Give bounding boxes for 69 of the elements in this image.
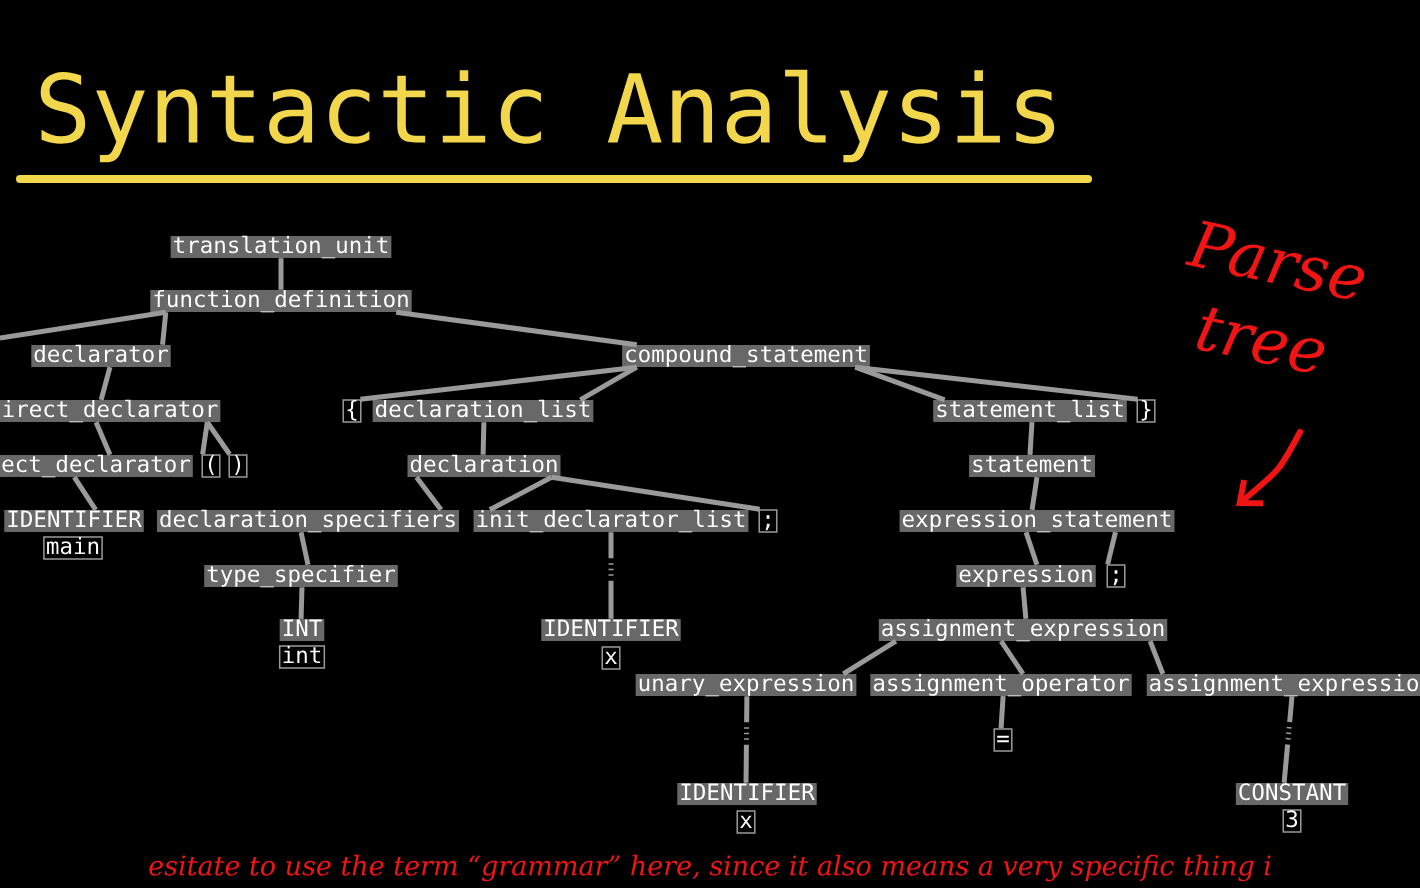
- tree-node-box: type_specifier: [204, 564, 398, 588]
- tree-node-box: assignment_operator: [870, 673, 1132, 697]
- tree-edge: [551, 474, 760, 512]
- tree-edge: [360, 364, 638, 402]
- tree-node-box: translation_unit: [170, 235, 392, 259]
- tree-edge: [743, 696, 750, 783]
- tree-edge: [1281, 696, 1295, 784]
- caption-text: esitate to use the term “grammar” here, since it also means a very specific thing i: [149, 854, 1271, 882]
- tree-node-box: ect_declarator: [0, 454, 193, 478]
- token-value-box: {: [342, 399, 362, 423]
- tree-node-box: assignment_expressio: [1146, 673, 1420, 697]
- tree-edge: [1020, 587, 1029, 620]
- tree-node-box: function_definition: [150, 289, 412, 313]
- tree-node-box: init_declarator_list: [473, 509, 749, 533]
- token-value-box: main: [43, 536, 103, 560]
- tree-node-box: INT: [279, 619, 325, 641]
- tree-node-box: compound_statement: [622, 344, 870, 368]
- token-value-box: =: [993, 728, 1013, 752]
- tree-node-box: assignment_expression: [878, 618, 1168, 642]
- tree-node-box: IDENTIFIER: [541, 619, 681, 641]
- token-value-box: x: [601, 646, 621, 670]
- token-value-box: 3: [1282, 809, 1302, 833]
- tree-node-box: IDENTIFIER: [677, 783, 817, 805]
- tree-edge: [1027, 422, 1035, 455]
- tree-node-box: statement: [969, 455, 1095, 477]
- token-value-box: ;: [758, 509, 778, 533]
- tree-edge: [1147, 640, 1166, 675]
- tree-edge: [72, 475, 98, 512]
- title: Syntactic Analysis: [40, 69, 1055, 163]
- handwritten-note: Parse tree: [1184, 220, 1365, 373]
- token-value-box: int: [278, 645, 326, 669]
- tree-edge: [608, 532, 614, 619]
- tree-node-box: declaration_list: [372, 399, 594, 423]
- token-value-box: x: [736, 810, 756, 834]
- token-value-box: ): [228, 454, 248, 478]
- tree-edge: [200, 421, 210, 455]
- tree-edge: [854, 364, 1138, 402]
- tree-node-box: expression_statement: [899, 509, 1175, 533]
- tree-edge: [0, 309, 167, 341]
- tree-node-box: CONSTANT: [1235, 783, 1349, 805]
- token-value-box: ;: [1106, 564, 1126, 588]
- tree-node-box: unary_expression: [635, 673, 857, 697]
- tree-edge: [1023, 531, 1040, 566]
- tree-edge: [480, 422, 487, 455]
- token-value-box: }: [1136, 399, 1156, 423]
- tree-node-box: declarator: [31, 344, 171, 367]
- tree-edge: [488, 475, 553, 512]
- tree-edge: [395, 309, 638, 348]
- tree-edge: [1105, 531, 1118, 565]
- tree-edge: [1029, 476, 1040, 511]
- tree-edge: [842, 639, 898, 676]
- tree-edge: [999, 639, 1026, 676]
- tree-edge: [414, 475, 444, 512]
- tree-node-box: expression: [956, 564, 1096, 587]
- token-value-box: (: [201, 454, 221, 478]
- tree-node-box: declaration: [407, 454, 561, 477]
- tree-edge: [579, 365, 639, 402]
- tree-node-box: declaration_specifiers: [157, 509, 459, 533]
- tree-node-box: statement_list: [933, 399, 1127, 423]
- tree-edge: [98, 366, 113, 401]
- tree-edge: [205, 420, 232, 456]
- tree-edge: [298, 531, 311, 566]
- tree-node-box: IDENTIFIER: [4, 510, 144, 532]
- tree-edge: [160, 311, 169, 346]
- tree-edge: [278, 258, 284, 290]
- tree-edge: [998, 696, 1006, 729]
- tree-edge: [93, 421, 113, 456]
- tree-node-box: irect_declarator: [0, 399, 221, 423]
- tree-edge: [298, 587, 305, 619]
